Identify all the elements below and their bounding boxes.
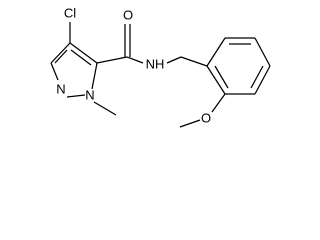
chemical-structure-diagram: Cl O N N NH O [50,6,271,128]
bond-c5-carbonyl [96,56,128,64]
bond-b3-b4 [254,37,271,67]
bond-ch2-ring [180,56,208,67]
bond-c3-n2 [50,62,59,81]
benzene-ring [206,37,271,95]
bond-b1-b2 [206,37,226,67]
atom-carbonyl-oxygen: O [123,8,133,23]
bond-n1-methyl [93,101,117,116]
bond-b6-b1-inner [214,65,229,89]
atom-ring-nitrogen-imine: N [56,82,65,97]
bond-c5-c4 [69,42,98,64]
bond-carbonyl-nh [126,56,144,64]
bond-b4-b5-inner [250,65,264,89]
bond-c3-c4-double-inner [54,49,68,64]
bond-n2-n1 [66,94,86,98]
bond-o-methyl [179,119,201,128]
atom-ring-nitrogen-methylated: N [85,88,94,103]
bond-b6-b1 [206,65,226,95]
bond-nh-ch2 [166,56,182,64]
bond-c5-c4-double-inner [70,49,92,66]
bond-c4-c3 [50,42,71,64]
pyrazole-ring [50,42,98,98]
bond-ring-o-methoxy [211,93,226,113]
atom-amide-nh: NH [146,57,165,72]
bond-n1-c5 [91,62,98,90]
atom-methoxy-oxygen: O [201,111,211,126]
bond-b4-b5 [254,65,271,95]
atom-chlorine: Cl [64,6,76,21]
